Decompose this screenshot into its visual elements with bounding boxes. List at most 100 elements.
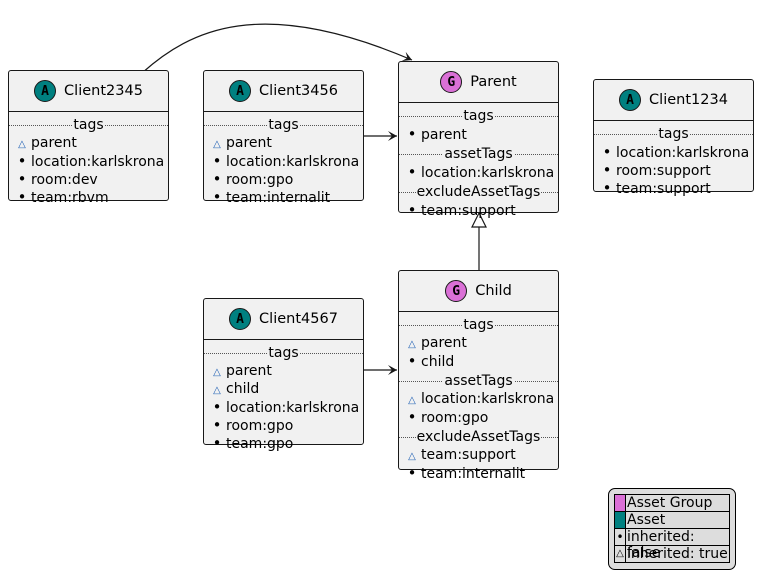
section-header: excludeAssetTags: [399, 428, 558, 446]
bullet-dot-icon: •: [602, 179, 612, 197]
bullet-dot-icon: •: [602, 161, 612, 179]
node-title: Child: [475, 283, 512, 299]
edge-client2345-parent: [141, 23, 413, 74]
tag-text: location:karlskrona: [421, 391, 555, 407]
legend-label: Asset Group: [627, 495, 713, 511]
tag-item: •team:support: [399, 201, 558, 219]
triangle-icon: △: [615, 546, 626, 562]
section-label: assetTags: [443, 372, 514, 390]
asset-icon: A: [34, 80, 57, 102]
node-header: G Parent: [399, 62, 558, 103]
section-label: tags: [462, 107, 495, 125]
bullet-dot-icon: •: [212, 188, 222, 206]
bullet-dot-icon: •: [407, 408, 417, 426]
legend-row-inherited-false: • inherited: false: [614, 529, 730, 561]
bullet-dot-icon: •: [212, 170, 222, 188]
section-header: tags: [399, 107, 558, 125]
section-label: tags: [267, 116, 300, 134]
generalization-arrowhead: [471, 211, 487, 228]
tag-item: •team:support: [594, 179, 753, 197]
tag-text: child: [226, 381, 260, 397]
tag-item: △parent: [204, 134, 363, 152]
section-header: tags: [9, 116, 168, 134]
inherited-triangle-icon: △: [18, 139, 26, 150]
section-label: tags: [462, 316, 495, 334]
bullet-dot-icon: •: [407, 125, 417, 143]
legend-row-inherited-true: △ inherited: true: [614, 546, 730, 563]
tag-item: •location:karlskrona: [204, 152, 363, 170]
tag-item: •location:karlskrona: [399, 163, 558, 181]
tag-item: •room:dev: [9, 170, 168, 188]
tag-item: •team:rbvm: [9, 188, 168, 206]
section-label: excludeAssetTags: [415, 428, 542, 446]
inherited-triangle-icon: △: [213, 139, 221, 150]
node-child[interactable]: G Child tags △ parent • child assetTags△ locatio…: [398, 270, 559, 482]
tag-item: △ location:karlskrona: [399, 390, 558, 408]
tag-item: •location:karlskrona: [9, 152, 168, 170]
node-header: A Client1234: [594, 80, 753, 121]
tag-item: •location:karlskrona: [204, 398, 363, 416]
node-title: Client4567: [259, 311, 338, 327]
tag-text: parent: [421, 335, 467, 351]
section-label: excludeAssetTags: [415, 183, 542, 201]
tag-text: team:support: [421, 447, 516, 463]
section-label: tags: [72, 116, 105, 134]
node-title: Client1234: [649, 92, 728, 108]
asset-group-icon: G: [440, 71, 463, 93]
tag-text: location:karlskrona: [421, 165, 555, 181]
legend-label: Asset: [627, 512, 666, 528]
tag-text: team:rbvm: [31, 190, 109, 206]
node-client2345[interactable]: A Client2345 tags △ parent•location:karlskro…: [8, 70, 169, 206]
node-title: Client3456: [259, 83, 338, 99]
section-header: tags: [399, 316, 558, 334]
section-header: assetTags: [399, 372, 558, 390]
tag-text: location:karlskrona: [226, 400, 360, 416]
tag-text: child: [421, 354, 455, 370]
legend-label: inherited: false: [627, 529, 695, 561]
node-title: Client2345: [64, 83, 143, 99]
tag-text: location:karlskrona: [31, 154, 165, 170]
bullet-dot-icon: •: [602, 143, 612, 161]
node-title: Parent: [470, 74, 517, 90]
section-header: assetTags: [399, 145, 558, 163]
tag-text: location:karlskrona: [226, 154, 360, 170]
node-header: G Child: [399, 271, 558, 312]
legend-row-asset: Asset: [614, 512, 730, 529]
bullet-dot-icon: •: [407, 201, 417, 219]
inherited-triangle-icon: △: [213, 367, 221, 378]
bullet-dot-icon: •: [212, 434, 222, 452]
tag-text: room:support: [616, 163, 711, 179]
tag-text: parent: [421, 127, 467, 143]
bullet-dot-icon: •: [212, 152, 222, 170]
tag-item: △child: [204, 380, 363, 398]
dot-icon: •: [615, 529, 626, 545]
tag-text: team:internalit: [421, 466, 526, 482]
section-label: tags: [657, 125, 690, 143]
asset-group-swatch: [615, 495, 626, 511]
section-header: tags: [204, 344, 363, 362]
tag-text: parent: [226, 363, 272, 379]
tag-text: team:support: [616, 181, 711, 197]
node-header: A Client2345: [9, 71, 168, 112]
section-header: excludeAssetTags: [399, 183, 558, 201]
tag-item: •team:gpo: [204, 434, 363, 452]
tag-item: •room:gpo: [204, 416, 363, 434]
tag-text: location:karlskrona: [616, 145, 750, 161]
asset-group-icon: G: [445, 280, 468, 302]
tag-item: •team:internalit: [204, 188, 363, 206]
legend: Asset Group Asset • inherited: false △ i…: [608, 488, 736, 570]
asset-swatch: [615, 512, 626, 528]
section-header: tags: [594, 125, 753, 143]
section-label: assetTags: [443, 145, 514, 163]
section-label: tags: [267, 344, 300, 362]
tag-text: parent: [31, 135, 77, 151]
asset-icon: A: [619, 89, 642, 111]
bullet-dot-icon: •: [407, 163, 417, 181]
inherited-triangle-icon: △: [408, 395, 416, 406]
